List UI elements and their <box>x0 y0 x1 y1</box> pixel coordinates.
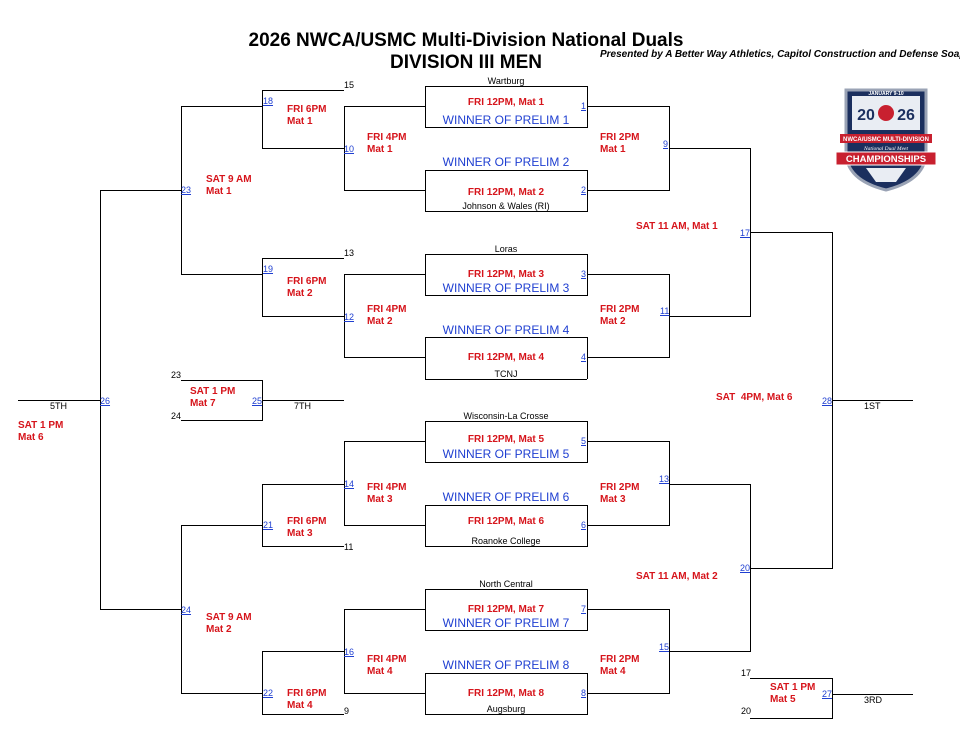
match-time: FRI 12PM, Mat 2 <box>467 187 545 198</box>
match-number-link[interactable]: 18 <box>263 96 274 106</box>
match-number-link[interactable]: 20 <box>740 563 751 573</box>
team-name: Wartburg <box>487 76 525 86</box>
match-number-link[interactable]: 17 <box>740 228 751 238</box>
match-number-link[interactable]: 1 <box>581 101 587 111</box>
match-time: SAT 9 AM Mat 2 <box>206 612 252 635</box>
team-name: TCNJ <box>494 369 518 379</box>
logo-line2: National Dual Meet <box>863 146 908 152</box>
match-number-link[interactable]: 23 <box>181 185 192 195</box>
match-number-link[interactable]: 15 <box>659 642 670 652</box>
team-name: Wisconsin-La Crosse <box>463 411 549 421</box>
match-time: FRI 2PM Mat 4 <box>600 654 640 677</box>
match-number-link[interactable]: 11 <box>660 306 670 316</box>
winner-placeholder: WINNER OF PRELIM 4 <box>442 323 570 337</box>
match-number-link[interactable]: 3 <box>581 269 587 279</box>
match-number-link[interactable]: 10 <box>344 144 355 154</box>
seed-label: 11 <box>344 542 354 552</box>
match-time: FRI 6PM Mat 1 <box>287 104 327 127</box>
logo-year-right: 26 <box>897 107 915 124</box>
match-number-link[interactable]: 21 <box>263 520 274 530</box>
sponsors-text: Presented by A Better Way Athletics, Cap… <box>600 49 960 60</box>
match-number-link[interactable]: 14 <box>344 479 355 489</box>
match-number-link[interactable]: 2 <box>581 185 587 195</box>
match-time: FRI 4PM Mat 2 <box>367 304 407 327</box>
team-name: Roanoke College <box>471 536 541 546</box>
championships-logo: JANUARY 9-10 20 26 NWCA/USMC MULTI-DIVIS… <box>836 88 936 192</box>
match-number-link[interactable]: 19 <box>263 264 274 274</box>
placement-label: 7TH <box>294 401 312 411</box>
match-time: FRI 12PM, Mat 3 <box>467 269 545 280</box>
logo-line3: CHAMPIONSHIPS <box>846 154 926 165</box>
match-number-link[interactable]: 28 <box>822 396 833 406</box>
team-name: Loras <box>494 244 518 254</box>
placement-label: 1ST <box>864 401 881 411</box>
team-name: Johnson & Wales (RI) <box>462 201 550 211</box>
seed-label: 20 <box>741 706 752 716</box>
match-number-link[interactable]: 9 <box>663 139 669 149</box>
winner-placeholder: WINNER OF PRELIM 8 <box>442 658 570 672</box>
logo-year-left: 20 <box>857 107 875 124</box>
match-number-link[interactable]: 6 <box>581 520 587 530</box>
seed-label: 17 <box>741 668 752 678</box>
match-time: FRI 6PM Mat 2 <box>287 276 327 299</box>
match-time: FRI 12PM, Mat 6 <box>467 516 545 527</box>
match-time: SAT 4PM, Mat 6 <box>716 392 793 403</box>
match-time: FRI 4PM Mat 1 <box>367 132 407 155</box>
match-time: FRI 2PM Mat 3 <box>600 482 640 505</box>
match-time: FRI 2PM Mat 1 <box>600 132 640 155</box>
match-time: FRI 4PM Mat 3 <box>367 482 407 505</box>
match-time: SAT 1 PM Mat 6 <box>18 420 64 443</box>
match-time: FRI 12PM, Mat 4 <box>467 352 545 363</box>
match-number-link[interactable]: 12 <box>344 312 355 322</box>
match-time: SAT 9 AM Mat 1 <box>206 174 252 197</box>
placement-label: 5TH <box>50 401 68 411</box>
match-number-link[interactable]: 5 <box>581 436 587 446</box>
logo-date: JANUARY 9-10 <box>868 91 904 97</box>
match-time: SAT 11 AM, Mat 2 <box>636 571 718 582</box>
match-time: FRI 4PM Mat 4 <box>367 654 407 677</box>
team-name: Augsburg <box>486 704 526 714</box>
match-time: FRI 12PM, Mat 1 <box>467 97 545 108</box>
winner-placeholder: WINNER OF PRELIM 1 <box>442 113 570 127</box>
seed-label: 24 <box>171 411 182 421</box>
seed-label: 9 <box>344 706 350 716</box>
winner-placeholder: WINNER OF PRELIM 6 <box>442 490 570 504</box>
winner-placeholder: WINNER OF PRELIM 3 <box>442 281 570 295</box>
bracket-title: 2026 NWCA/USMC Multi-Division National D… <box>248 30 684 51</box>
match-time: FRI 12PM, Mat 8 <box>467 688 545 699</box>
match-time: FRI 12PM, Mat 5 <box>467 434 545 445</box>
match-number-link[interactable]: 25 <box>252 396 263 406</box>
match-number-link[interactable]: 4 <box>581 352 587 362</box>
match-number-link[interactable]: 16 <box>344 647 355 657</box>
division-title: DIVISION III MEN <box>389 52 543 73</box>
seed-label: 23 <box>171 370 182 380</box>
seed-label: 13 <box>344 248 355 258</box>
placement-label: 3RD <box>864 695 883 705</box>
match-time: FRI 6PM Mat 3 <box>287 516 327 539</box>
winner-placeholder: WINNER OF PRELIM 7 <box>442 616 570 630</box>
match-number-link[interactable]: 8 <box>581 688 587 698</box>
logo-line1: NWCA/USMC MULTI-DIVISION <box>843 137 929 143</box>
match-number-link[interactable]: 22 <box>263 688 274 698</box>
match-number-link[interactable]: 13 <box>659 474 670 484</box>
match-time: FRI 12PM, Mat 7 <box>467 604 545 615</box>
match-time: SAT 11 AM, Mat 1 <box>636 221 718 232</box>
match-time: FRI 6PM Mat 4 <box>287 688 327 711</box>
match-time: SAT 1 PM Mat 5 <box>770 682 816 705</box>
match-time: FRI 2PM Mat 2 <box>600 304 640 327</box>
match-number-link[interactable]: 27 <box>822 689 833 699</box>
seed-label: 15 <box>344 80 355 90</box>
winner-placeholder: WINNER OF PRELIM 2 <box>442 155 570 169</box>
match-number-link[interactable]: 7 <box>581 604 587 614</box>
winner-placeholder: WINNER OF PRELIM 5 <box>442 447 570 461</box>
team-name: North Central <box>479 579 533 589</box>
match-time: SAT 1 PM Mat 7 <box>190 386 236 409</box>
match-number-link[interactable]: 26 <box>100 396 111 406</box>
match-number-link[interactable]: 24 <box>181 605 192 615</box>
